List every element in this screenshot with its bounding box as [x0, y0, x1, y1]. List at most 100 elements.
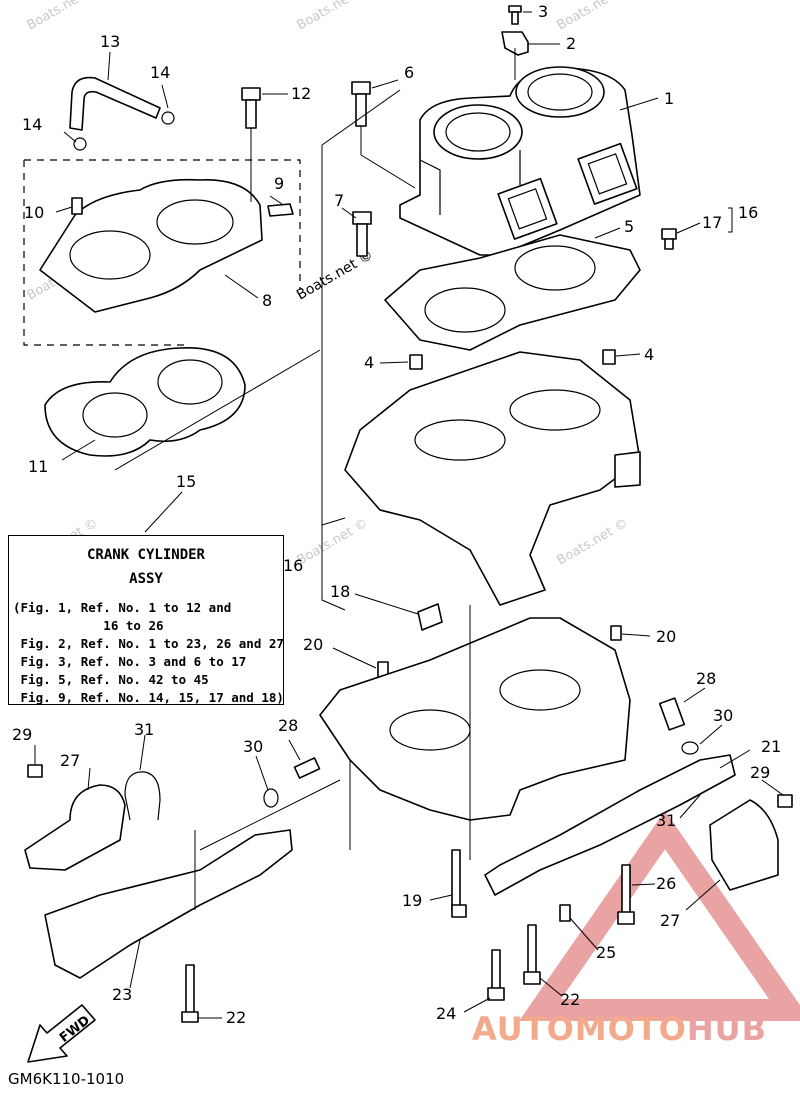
callout-14-left: 14: [22, 115, 42, 134]
part-18-bushing: [417, 603, 443, 631]
part-23-mount-bracket: [44, 829, 293, 979]
part-4-dowel-2: [602, 349, 616, 365]
callout-28-left: 28: [278, 716, 298, 735]
callout-27-right: 27: [660, 911, 680, 930]
part-25-bolt: [559, 904, 571, 922]
part-8-head-cover: [39, 178, 263, 313]
part-14-clamp: [161, 111, 175, 125]
callout-3: 3: [538, 2, 548, 21]
callout-19: 19: [402, 891, 422, 910]
callout-11: 11: [28, 457, 48, 476]
callout-5: 5: [624, 217, 634, 236]
callout-22-left: 22: [226, 1008, 246, 1027]
callout-30-left: 30: [243, 737, 263, 756]
part-19-bolt: [451, 849, 461, 911]
part-28-bolt-right: [658, 697, 686, 731]
part-10-pin: [71, 197, 83, 215]
part-29-bolt-left: [27, 764, 43, 778]
part-31-clip: [124, 771, 161, 821]
callout-1: 1: [664, 89, 674, 108]
brand-part-2: HUB: [686, 1010, 768, 1048]
watermark-2: Boats.net ©: [295, 0, 371, 33]
callout-23: 23: [112, 985, 132, 1004]
callout-20-right: 20: [656, 627, 676, 646]
group-box-bottom: [23, 160, 190, 346]
callout-7: 7: [334, 191, 344, 210]
callout-4-right: 4: [644, 345, 654, 364]
callout-17: 17: [702, 213, 722, 232]
callout-10: 10: [24, 203, 44, 222]
callout-26: 26: [656, 874, 676, 893]
part-8-bore-2: [156, 199, 234, 245]
part-26-bolt: [621, 864, 631, 916]
crank-box-subtitle: ASSY: [129, 571, 163, 587]
part-30-washer-right: [681, 741, 699, 755]
callout-16-mid: 16: [283, 556, 303, 575]
part-21-mount-bracket: [484, 754, 736, 896]
part-20-dowel-2: [610, 625, 622, 641]
part-28-bolt-left: [293, 757, 321, 779]
part-27-engine-mount-right: [709, 799, 779, 891]
crank-box-title: CRANK CYLINDER: [86, 547, 205, 563]
part-29-bolt-right: [777, 794, 793, 808]
watermark-3: Boats.net ©: [555, 0, 631, 33]
part-24-bolt: [491, 949, 501, 991]
part-5-cylinder-gasket: [384, 234, 641, 351]
part-22-bolt-right: [527, 924, 537, 976]
callout-12: 12: [291, 84, 311, 103]
callout-31-right: 31: [656, 811, 676, 830]
part-2-holder: [501, 31, 529, 56]
group-box-top: [24, 159, 301, 290]
callout-9: 9: [274, 174, 284, 193]
leader-lines: [34, 11, 784, 1019]
crank-cylinder-note-box: CRANK CYLINDER ASSY (Fig. 1, Ref. No. 1 …: [8, 535, 284, 705]
part-4-dowel-1: [409, 354, 423, 370]
callout-18: 18: [330, 582, 350, 601]
part-27-engine-mount-left: [24, 784, 126, 871]
callout-8: 8: [262, 291, 272, 310]
fwd-arrow-icon: [27, 1004, 96, 1063]
callout-31-left: 31: [134, 720, 154, 739]
callout-labels: 3 2 1 13 14 14 6 12 9 10 8 7 5 17 16 11 …: [12, 2, 781, 1027]
part-8-bore-1: [69, 230, 151, 280]
part-13-hose: [69, 76, 161, 131]
callout-28-right: 28: [696, 669, 716, 688]
part-17-bolt: [661, 228, 677, 250]
brand-part-1: AUTOMOTO: [472, 1010, 687, 1048]
callout-14-top: 14: [150, 63, 170, 82]
brand-wordmark: AUTOMOTOHUB: [472, 1010, 767, 1048]
part-30-washer-left: [263, 788, 279, 808]
part-9-fitting: [267, 203, 294, 217]
callout-21: 21: [761, 737, 781, 756]
bracket-17-16: [728, 207, 733, 233]
diagram-code: GM6K110-1010: [8, 1070, 125, 1088]
callout-20-left: 20: [303, 635, 323, 654]
callout-30-right: 30: [713, 706, 733, 725]
callout-15: 15: [176, 472, 196, 491]
crank-box-notes: (Fig. 1, Ref. No. 1 to 12 and 16 to 26 F…: [13, 600, 284, 705]
callout-24: 24: [436, 1004, 456, 1023]
watermark-8: Boats.net ©: [555, 516, 631, 569]
part-16-lower-crankcase: [319, 617, 631, 821]
part-12-bolt: [241, 87, 261, 129]
part-16-upper-crankcase: [344, 351, 641, 606]
callout-29-left: 29: [12, 725, 32, 744]
callout-29-right: 29: [750, 763, 770, 782]
callout-27-left: 27: [60, 751, 80, 770]
callout-13: 13: [100, 32, 120, 51]
watermark-7: Boats.net ©: [295, 516, 371, 569]
callout-16-top: 16: [738, 203, 758, 222]
part-11-head-gasket: [44, 347, 246, 457]
part-22-bolt-left: [185, 964, 195, 1016]
watermark-1: Boats.net ©: [25, 0, 101, 33]
callout-22-right: 22: [560, 990, 580, 1009]
callout-2: 2: [566, 34, 576, 53]
automotohub-logo-icon: [518, 810, 800, 1021]
callout-4-left: 4: [364, 353, 374, 372]
callout-25: 25: [596, 943, 616, 962]
cylinder-body: [399, 66, 641, 256]
part-6-bolt: [351, 81, 371, 127]
part-7-bolt: [352, 211, 372, 257]
